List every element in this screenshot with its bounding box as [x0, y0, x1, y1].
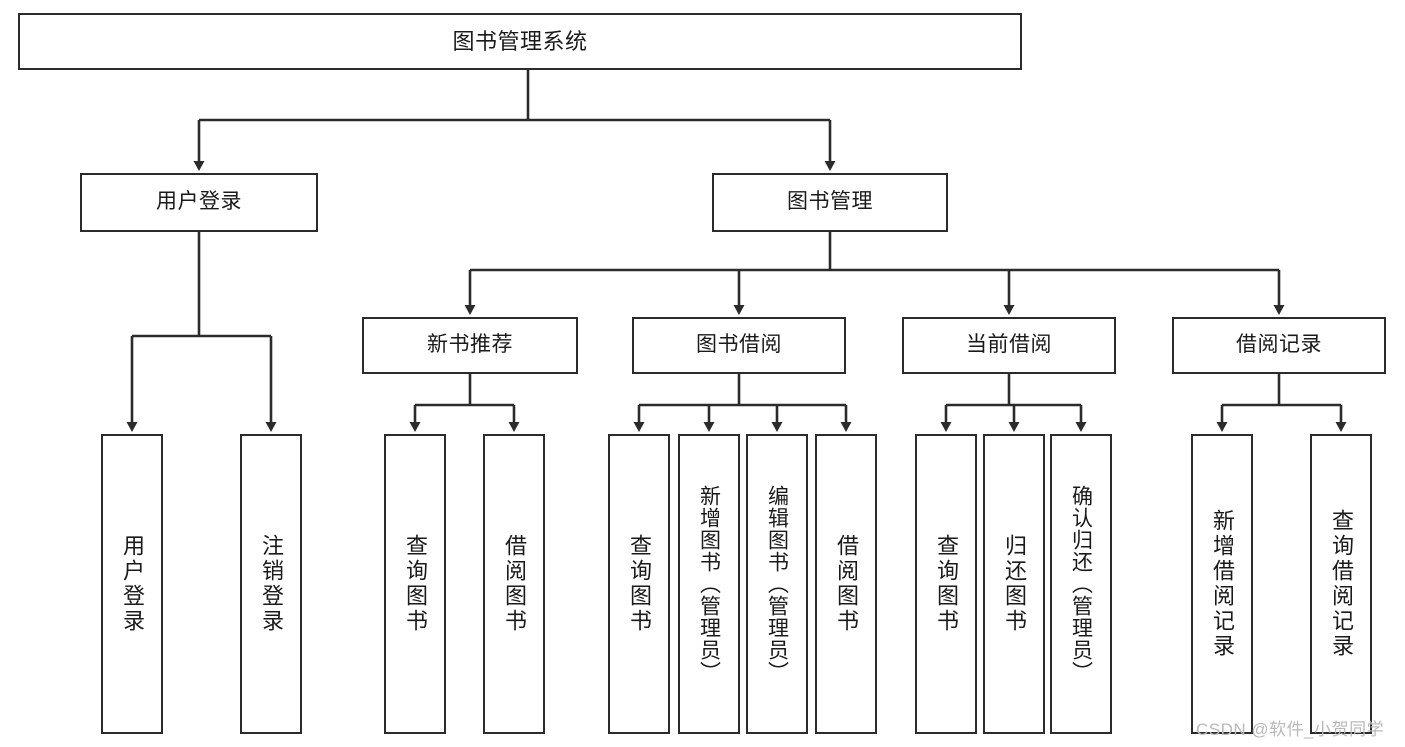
node-leaf-2[interactable]: 查询图书 — [384, 434, 446, 734]
node-leaf-8-label: 查询图书 — [934, 534, 959, 634]
watermark-text: CSDN @软件_小贺同学 — [1196, 720, 1385, 739]
node-leaf-11-label: 新增借阅记录 — [1210, 509, 1235, 659]
node-leaf-8[interactable]: 查询图书 — [915, 434, 977, 734]
node-leaf-12-label: 查询借阅记录 — [1329, 509, 1354, 659]
node-level3-3-label: 借阅记录 — [1236, 333, 1322, 357]
node-leaf-5[interactable]: 新增图书（管理员） — [678, 434, 740, 734]
node-level3-0[interactable]: 新书推荐 — [362, 317, 578, 374]
node-leaf-11[interactable]: 新增借阅记录 — [1191, 434, 1253, 734]
node-level2-0-label: 用户登录 — [156, 190, 242, 214]
node-leaf-12[interactable]: 查询借阅记录 — [1310, 434, 1372, 734]
node-leaf-6-label: 编辑图书（管理员） — [765, 485, 789, 683]
node-leaf-9-label: 归还图书 — [1002, 534, 1027, 634]
node-level2-0[interactable]: 用户登录 — [80, 173, 318, 232]
node-leaf-1[interactable]: 注销登录 — [240, 434, 302, 734]
node-leaf-9[interactable]: 归还图书 — [983, 434, 1045, 734]
node-leaf-6[interactable]: 编辑图书（管理员） — [746, 434, 808, 734]
node-leaf-4[interactable]: 查询图书 — [608, 434, 670, 734]
node-level3-1-label: 图书借阅 — [696, 333, 782, 357]
node-level3-3[interactable]: 借阅记录 — [1172, 317, 1386, 374]
node-leaf-7-label: 借阅图书 — [834, 534, 859, 634]
node-root[interactable]: 图书管理系统 — [18, 13, 1022, 70]
node-leaf-0-label: 用户登录 — [120, 534, 145, 634]
node-leaf-10-label: 确认归还（管理员） — [1069, 485, 1093, 683]
node-leaf-3-label: 借阅图书 — [502, 534, 527, 634]
node-level3-0-label: 新书推荐 — [427, 333, 513, 357]
node-root-label: 图书管理系统 — [452, 28, 588, 54]
node-leaf-4-label: 查询图书 — [627, 534, 652, 634]
node-leaf-3[interactable]: 借阅图书 — [483, 434, 545, 734]
node-level2-1-label: 图书管理 — [787, 190, 873, 214]
node-leaf-1-label: 注销登录 — [259, 534, 284, 634]
node-leaf-0[interactable]: 用户登录 — [101, 434, 163, 734]
node-leaf-5-label: 新增图书（管理员） — [697, 485, 721, 683]
node-leaf-10[interactable]: 确认归还（管理员） — [1050, 434, 1112, 734]
node-leaf-2-label: 查询图书 — [403, 534, 428, 634]
node-level3-2[interactable]: 当前借阅 — [902, 317, 1116, 374]
node-level2-1[interactable]: 图书管理 — [712, 173, 948, 232]
node-level3-1[interactable]: 图书借阅 — [632, 317, 846, 374]
node-leaf-7[interactable]: 借阅图书 — [815, 434, 877, 734]
node-level3-2-label: 当前借阅 — [966, 333, 1052, 357]
